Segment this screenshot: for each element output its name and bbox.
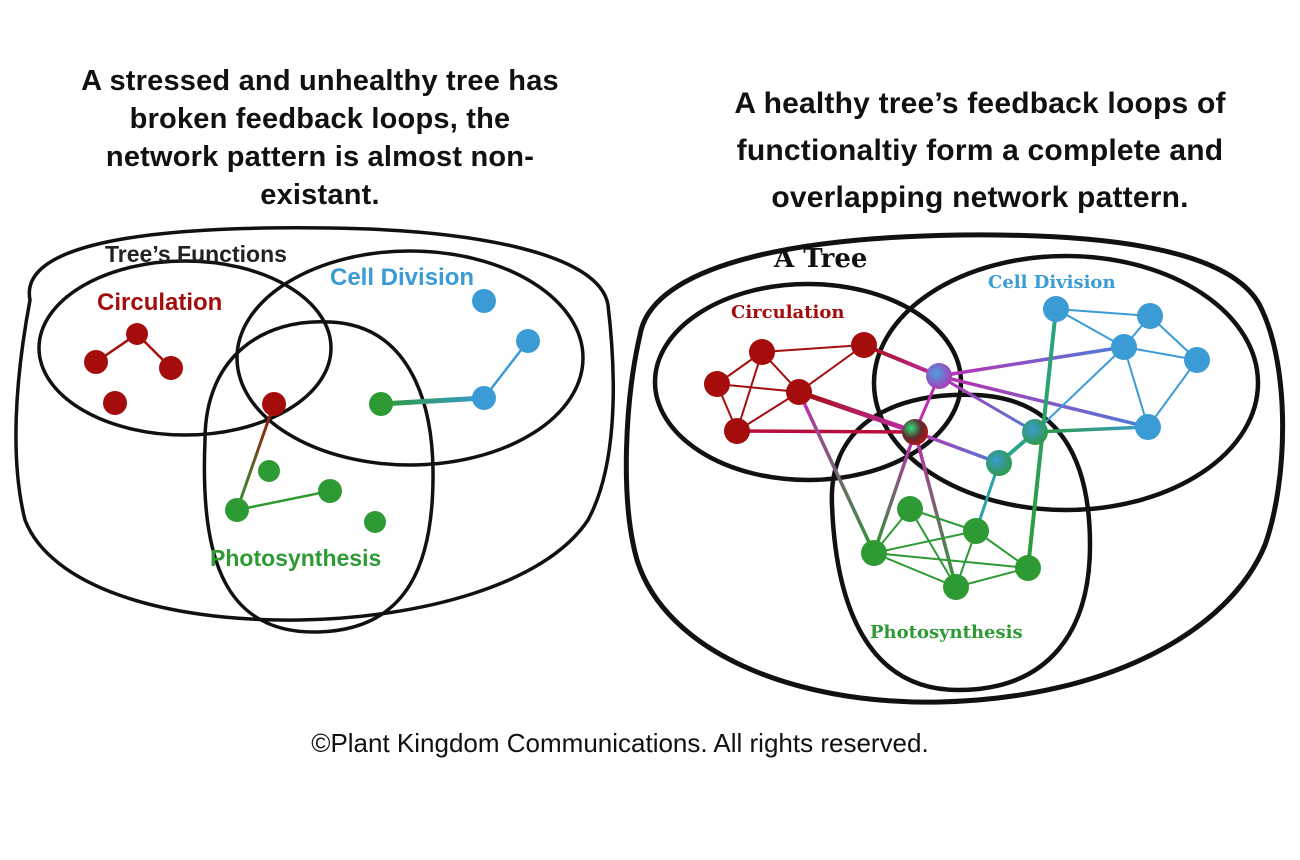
right-edge (873, 530, 977, 554)
right-photosynthesis-circle (829, 392, 1093, 693)
right-hub-node (926, 363, 952, 389)
right-container-label: A Tree (773, 244, 867, 274)
right-hub-node (902, 419, 928, 445)
left-container-label: Tree’s Functions (105, 241, 287, 267)
right-edge (863, 343, 940, 378)
right-edge (873, 552, 957, 588)
right-photosynthesis-node (897, 496, 923, 522)
right-cell-division-label: Cell Division (988, 272, 1116, 293)
right-cell-division-node (1135, 414, 1161, 440)
left-photosynthesis-label: Photosynthesis (210, 545, 381, 571)
left-cell-division-label: Cell Division (330, 264, 474, 291)
right-cell-division-edges (1034, 308, 1198, 433)
right-edge (798, 344, 865, 393)
right-cell-division-circle (871, 253, 1261, 513)
right-diagram: A Tree Circulation Cell Division Photosy… (623, 232, 1286, 705)
right-photosynthesis-node (943, 574, 969, 600)
left-edge (236, 489, 331, 512)
right-photosynthesis-node (963, 518, 989, 544)
right-circulation-node (749, 339, 775, 365)
left-circulation-label: Circulation (97, 289, 222, 316)
right-cell-division-node (1111, 334, 1137, 360)
left-cell-division-node (516, 329, 540, 353)
right-photosynthesis-node (1015, 555, 1041, 581)
right-edge (1034, 346, 1125, 433)
right-edge (1055, 308, 1151, 317)
right-edge (798, 389, 916, 435)
right-edge (914, 430, 1000, 465)
left-photosynthesis-node (318, 479, 342, 503)
left-photosynthesis-node (225, 498, 249, 522)
left-circulation-node (84, 350, 108, 374)
right-tree-outline (623, 232, 1286, 705)
right-photosynthesis-label: Photosynthesis (870, 622, 1023, 643)
copyright-notice: ©Plant Kingdom Communications. All right… (311, 728, 929, 758)
right-edge (736, 351, 763, 432)
left-cell-division-node (472, 386, 496, 410)
right-edge (938, 345, 1125, 378)
right-edge (1147, 359, 1198, 428)
right-cell-division-node (1137, 303, 1163, 329)
right-edge (716, 383, 800, 393)
right-edge (1034, 425, 1149, 434)
left-circulation-node (159, 356, 183, 380)
right-edge (872, 431, 917, 554)
right-edge (938, 374, 1036, 434)
left-cell-division-node (472, 289, 496, 313)
right-circulation-node (724, 418, 750, 444)
left-edge (235, 403, 276, 511)
left-edge (380, 395, 485, 407)
left-photosynthesis-node (364, 511, 386, 533)
left-photosynthesis-node (369, 392, 393, 416)
left-diagram: Tree’s Functions Circulation Cell Divisi… (14, 226, 616, 634)
left-cell-division-circle (235, 249, 585, 467)
right-hub-node (986, 450, 1012, 476)
right-edge (873, 552, 1029, 569)
right-caption: A healthy tree’s feedback loops of funct… (734, 87, 1226, 214)
right-edge (1123, 346, 1149, 428)
right-circulation-node (851, 332, 877, 358)
right-circulation-node (704, 371, 730, 397)
left-circulation-node (103, 391, 127, 415)
left-circulation-node (262, 392, 286, 416)
right-edge (797, 391, 876, 554)
right-cell-division-node (1043, 296, 1069, 322)
left-tree-outline (14, 226, 616, 622)
right-edge (938, 374, 1149, 429)
right-circulation-node (786, 379, 812, 405)
right-circulation-label: Circulation (731, 302, 844, 323)
right-hub-node (1022, 419, 1048, 445)
left-circulation-node (126, 323, 148, 345)
right-edge (909, 508, 957, 588)
right-edge (736, 429, 916, 434)
right-photosynthesis-node (861, 540, 887, 566)
left-photosynthesis-node (258, 460, 280, 482)
left-edge (483, 340, 529, 399)
left-circulation-circle (37, 259, 333, 437)
left-caption: A stressed and unhealthy tree has broken… (81, 65, 559, 211)
right-edge (761, 344, 865, 353)
left-photosynthesis-circle (202, 319, 435, 634)
right-cell-division-node (1184, 347, 1210, 373)
